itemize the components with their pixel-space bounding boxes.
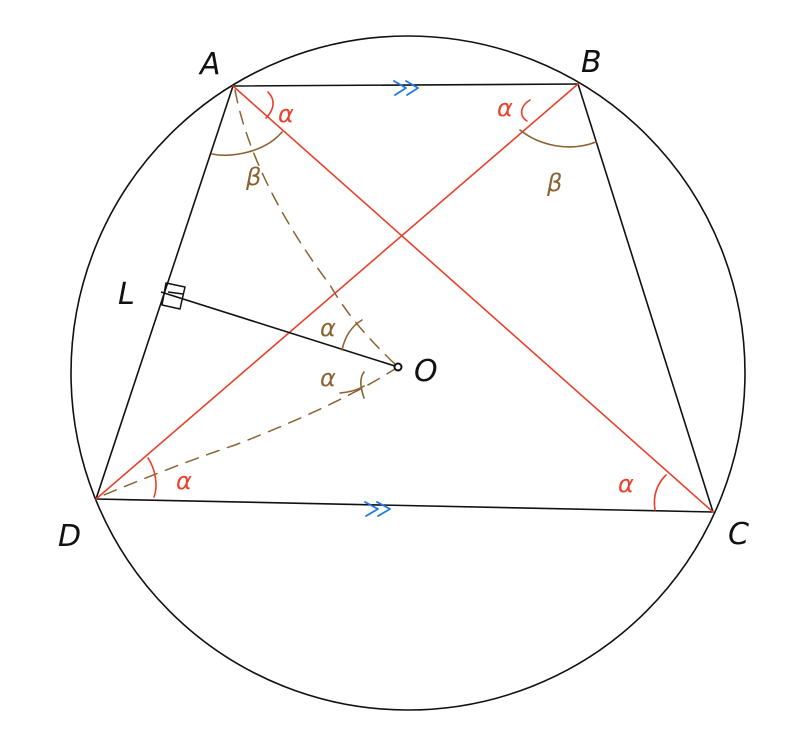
arc-alpha-o2-tail (339, 385, 365, 394)
diagonal-bd (95, 83, 579, 500)
arc-alpha-o1 (341, 319, 363, 351)
centre-point (393, 362, 403, 372)
label-alpha-a: α (278, 100, 294, 128)
side-ab (232, 83, 579, 87)
diagonal-ac (232, 85, 714, 513)
label-alpha-c: α (618, 470, 634, 498)
label-point-d: D (58, 519, 81, 554)
label-beta-b: β (546, 169, 562, 197)
right-angle-marker (161, 282, 186, 310)
parallel-marks (364, 80, 419, 517)
arc-alpha-b (520, 99, 531, 122)
side-bc (577, 83, 714, 513)
label-beta-a: β (245, 163, 261, 191)
arc-beta-a (211, 131, 283, 156)
label-alpha-b: α (497, 94, 513, 122)
side-cd (95, 498, 714, 513)
arc-alpha-d (147, 457, 157, 498)
label-alpha-o2: α (320, 364, 336, 392)
label-point-c: C (728, 517, 749, 552)
parallel-mark-dc (364, 501, 391, 517)
circumcircle (70, 35, 746, 711)
dashed-radii (98, 89, 399, 498)
label-point-l: L (118, 277, 135, 312)
arc-alpha-c (653, 474, 667, 511)
label-alpha-d: α (176, 467, 192, 495)
trapezium-sides (95, 83, 714, 513)
radius-od (98, 366, 399, 498)
arc-alpha-a (265, 91, 274, 119)
label-point-b: B (581, 45, 602, 80)
label-alpha-o1: α (320, 314, 336, 342)
radius-oa (234, 89, 399, 368)
label-point-o: O (414, 354, 438, 389)
angle-arcs (147, 91, 667, 511)
parallel-mark-ab (393, 80, 419, 96)
perpendicular-ol (160, 291, 399, 368)
arc-beta-b (519, 129, 597, 148)
label-point-a: A (198, 47, 221, 82)
diagonals (95, 83, 714, 513)
arc-alpha-o2 (360, 371, 365, 399)
